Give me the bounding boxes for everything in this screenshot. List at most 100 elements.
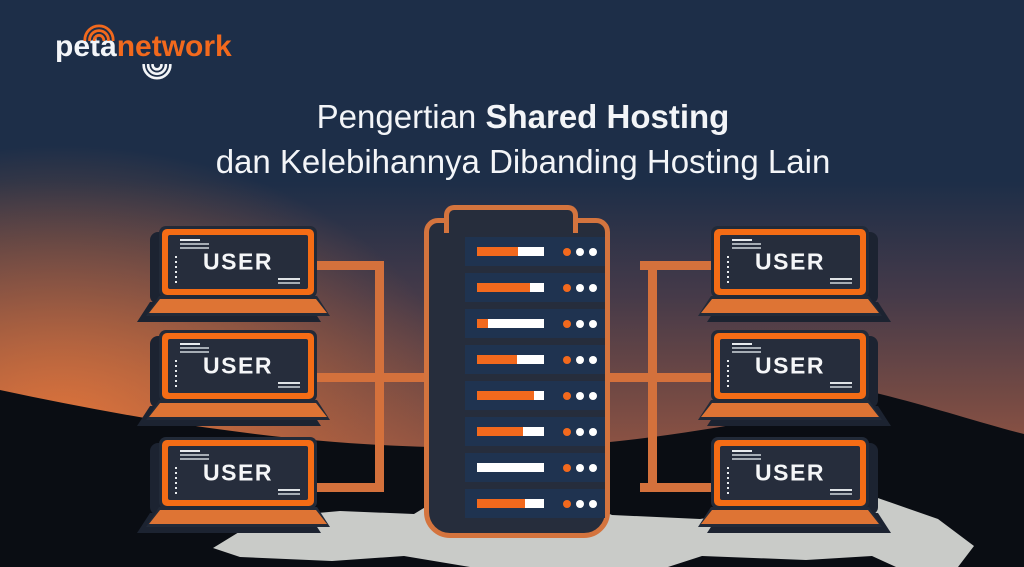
screen-footer-lines-icon [830,276,852,284]
laptop-screen-frame: USER [714,440,866,506]
server-load-bar [477,283,544,292]
screen-code-lines-icon [732,450,761,462]
laptop-screen: USER [159,226,317,298]
laptop-base-top [149,510,327,524]
laptop-display: USER [168,446,308,500]
server-indicator-dot [576,247,584,256]
laptop-base-top [149,299,327,313]
laptop-screen: USER [159,437,317,509]
server-load-bar [477,463,544,472]
server-unit-row [465,489,605,518]
screen-dotted-line-icon [727,256,729,284]
wifi-arcs-icon [83,24,115,41]
cable-left-middle [300,373,428,382]
server-indicator-dot [589,283,597,292]
laptop-user-label: USER [755,248,825,275]
cable-right-top [640,261,724,270]
laptop-screen-frame: USER [162,333,314,399]
server-rows [465,237,605,525]
server-indicator-dot [576,319,584,328]
laptop-user-label: USER [203,352,273,379]
server-indicator-dot [576,391,584,400]
screen-footer-lines-icon [278,276,300,284]
server-indicator-dot [576,355,584,364]
laptop-display: USER [720,446,860,500]
screen-footer-lines-icon [278,487,300,495]
laptop-display: USER [168,339,308,393]
laptop-base [698,296,882,316]
cable-left-bottom [300,483,384,492]
cable-right-bus [648,261,657,492]
laptop-user-label: USER [203,459,273,486]
user-laptop: USER [698,226,891,322]
laptop-user-label: USER [755,352,825,379]
laptop-display: USER [168,235,308,289]
server-indicator-dot [576,463,584,472]
screen-footer-lines-icon [830,380,852,388]
server-load-bar [477,247,544,256]
server-load-fill [477,319,489,328]
server-load-bar [477,319,544,328]
laptop-screen: USER [711,330,869,402]
server-indicator-dot [563,499,571,508]
server-indicator-dots [563,463,597,472]
screen-footer-lines-icon [278,380,300,388]
screen-dotted-line-icon [727,467,729,495]
server-load-fill [477,427,523,436]
user-laptop: USER [137,437,330,533]
laptop-screen-frame: USER [162,440,314,506]
server-load-fill [477,355,518,364]
screen-code-lines-icon [732,239,761,251]
laptop-base [146,507,330,527]
user-laptop: USER [137,330,330,426]
headline-line2: dan Kelebihannya Dibanding Hosting Lain [215,143,831,180]
laptop-user-label: USER [755,459,825,486]
server-indicator-dot [563,463,571,472]
server-indicator-dot [589,463,597,472]
server-rack-body [424,218,610,538]
cable-right-middle [600,373,724,382]
server-unit-row [465,345,605,374]
server-indicator-dot [589,319,597,328]
server-indicator-dots [563,319,597,328]
user-laptop: USER [698,330,891,426]
logo-text-network: network [116,30,232,63]
server-indicator-dot [589,247,597,256]
screen-dotted-line-icon [175,360,177,388]
user-laptop: USER [137,226,330,322]
server-load-bar [477,391,544,400]
server-indicator-dot [576,283,584,292]
screen-code-lines-icon [732,343,761,355]
laptop-screen: USER [711,226,869,298]
laptop-screen: USER [159,330,317,402]
server-load-bar [477,355,544,364]
server-indicator-dot [563,283,571,292]
headline: Pengertian Shared Hosting dan Kelebihann… [22,94,1024,184]
server-unit-row [465,273,605,302]
screen-dotted-line-icon [727,360,729,388]
server-load-fill [477,499,526,508]
server-load-fill [477,247,518,256]
server-indicator-dot [589,427,597,436]
cable-left-top [300,261,384,270]
laptop-screen: USER [711,437,869,509]
server-indicator-dots [563,499,597,508]
server-indicator-dot [563,355,571,364]
server-indicator-dot [563,247,571,256]
laptop-base [698,400,882,420]
server-rack [424,205,610,538]
server-indicator-dots [563,427,597,436]
server-indicator-dot [563,391,571,400]
screen-dotted-line-icon [175,467,177,495]
laptop-base-top [149,403,327,417]
server-indicator-dot [563,427,571,436]
laptop-base-top [701,510,879,524]
server-indicator-dot [589,391,597,400]
laptop-screen-frame: USER [714,229,866,295]
screen-code-lines-icon [180,239,209,251]
laptop-base [146,400,330,420]
laptop-screen-frame: USER [162,229,314,295]
server-load-fill [477,391,534,400]
wifi-arcs-reflection-icon [142,64,172,80]
